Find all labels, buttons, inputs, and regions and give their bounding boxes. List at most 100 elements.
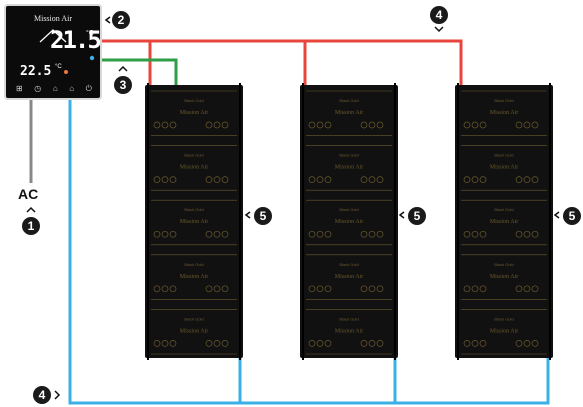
- panel-badge-icon: [308, 176, 316, 183]
- chevron-down-icon: [434, 26, 444, 33]
- panel-badge-icon: [213, 285, 221, 293]
- panel-badge-icon: [213, 340, 221, 347]
- panel-model-label: Black Gold: [184, 262, 203, 267]
- panel-badge-icon: [471, 230, 479, 238]
- panel-badge-icon: [316, 340, 324, 347]
- panel-badge-icon: [169, 230, 177, 238]
- panel-badge-icon: [523, 176, 531, 183]
- panel-badge-icon: [153, 340, 161, 347]
- panel-model-label: Black Gold: [184, 153, 203, 158]
- panel-badge-icon: [368, 285, 376, 293]
- heating-panel: [145, 85, 243, 358]
- chevron-up-icon: [118, 65, 128, 72]
- panel-badge-icon: [523, 121, 531, 129]
- live-wire: [102, 39, 463, 85]
- panel-badge-icon: [316, 285, 324, 293]
- panel-badge-icon: [368, 340, 376, 347]
- panel-badge-icon: [479, 340, 487, 347]
- panel-badge-icon: [376, 176, 384, 183]
- panel-badge-icon: [161, 230, 169, 238]
- callout-1: 1: [22, 217, 40, 235]
- panel-badge-icon: [463, 230, 471, 238]
- panel-badge-icon: [360, 230, 368, 238]
- panel-badge-icon: [523, 230, 531, 238]
- panel-badge-icon: [169, 121, 177, 129]
- thermostat[interactable]: Mission Air 21.5 °C 22.5 °C ⊞ ◷ ⌂ ⌂ ⏻: [4, 4, 102, 100]
- panel-badge-icon: [324, 340, 332, 347]
- panel-badge-icon: [479, 121, 487, 129]
- panel-badge-icon: [316, 176, 324, 183]
- callout-3: 3: [114, 76, 132, 94]
- panel-brand-label: Mission Air: [180, 328, 209, 334]
- heating-panel: [455, 85, 553, 358]
- heating-panel: [300, 85, 398, 358]
- home-icon[interactable]: ⌂: [52, 84, 58, 93]
- thermostat-brand: Mission Air: [33, 14, 72, 23]
- power-icon[interactable]: ⏻: [85, 84, 92, 93]
- panel-model-label: Black Gold: [184, 98, 203, 103]
- callout-2: 2: [112, 11, 130, 29]
- home-icon-2[interactable]: ⌂: [69, 84, 75, 93]
- panel-badge-icon: [221, 176, 229, 183]
- panel-badge-icon: [531, 285, 539, 293]
- panel-badge-icon: [368, 230, 376, 238]
- panel-brand-label: Mission Air: [490, 328, 519, 334]
- panel-badge-icon: [153, 285, 161, 293]
- flame-icon: [64, 70, 68, 74]
- panel-badge-icon: [169, 340, 177, 347]
- panel-brand-label: Mission Air: [180, 219, 209, 225]
- panel-badge-icon: [531, 230, 539, 238]
- panel-badge-icon: [523, 340, 531, 347]
- thermostat-unit: °C: [86, 30, 94, 37]
- panel-brand-label: Mission Air: [335, 165, 364, 171]
- panel-badge-icon: [376, 285, 384, 293]
- panel-badge-icon: [205, 121, 213, 129]
- panel-model-label: Black Gold: [494, 262, 513, 267]
- panel-badge-icon: [463, 285, 471, 293]
- panel-badge-icon: [471, 176, 479, 183]
- panel-badge-icon: [523, 285, 531, 293]
- panel-badge-icon: [161, 121, 169, 129]
- panel-model-label: Black Gold: [184, 316, 203, 321]
- panel-badge-icon: [221, 285, 229, 293]
- panel-model-label: Black Gold: [339, 262, 358, 267]
- thermostat-main-display: 21.5: [50, 26, 102, 54]
- chevron-up-icon-2: [26, 206, 36, 213]
- thermostat-room-unit: °C: [55, 64, 62, 70]
- panel-badge-icon: [316, 230, 324, 238]
- panel-model-label: Black Gold: [339, 207, 358, 212]
- panel-model-label: Black Gold: [494, 98, 513, 103]
- panel-badge-icon: [531, 121, 539, 129]
- panel-badge-icon: [205, 340, 213, 347]
- panel-badge-icon: [515, 121, 523, 129]
- panel-badge-icon: [221, 121, 229, 129]
- panel-badge-icon: [515, 285, 523, 293]
- panel-badge-icon: [463, 176, 471, 183]
- chevron-left-icon-3: [398, 211, 405, 219]
- panel-badge-icon: [221, 230, 229, 238]
- panel-brand-label: Mission Air: [180, 274, 209, 280]
- chevron-left-icon: [104, 16, 111, 24]
- panel-model-label: Black Gold: [494, 153, 513, 158]
- clock-icon[interactable]: ◷: [34, 84, 42, 93]
- panel-brand-label: Mission Air: [490, 110, 519, 116]
- panel-brand-label: Mission Air: [335, 219, 364, 225]
- panel-badge-icon: [308, 285, 316, 293]
- panel-badge-icon: [368, 121, 376, 129]
- panel-badge-icon: [324, 176, 332, 183]
- panel-brand-label: Mission Air: [335, 328, 364, 334]
- callout-4-top: 4: [430, 6, 448, 24]
- panel-badge-icon: [153, 230, 161, 238]
- grid-icon[interactable]: ⊞: [16, 84, 23, 93]
- panel-badge-icon: [308, 121, 316, 129]
- chevron-left-icon-4: [553, 211, 560, 219]
- panel-brand-label: Mission Air: [180, 110, 209, 116]
- panel-badge-icon: [515, 176, 523, 183]
- panel-badge-icon: [161, 340, 169, 347]
- panel-badge-icon: [161, 176, 169, 183]
- drop-icon: [89, 55, 95, 61]
- panel-model-label: Black Gold: [339, 316, 358, 321]
